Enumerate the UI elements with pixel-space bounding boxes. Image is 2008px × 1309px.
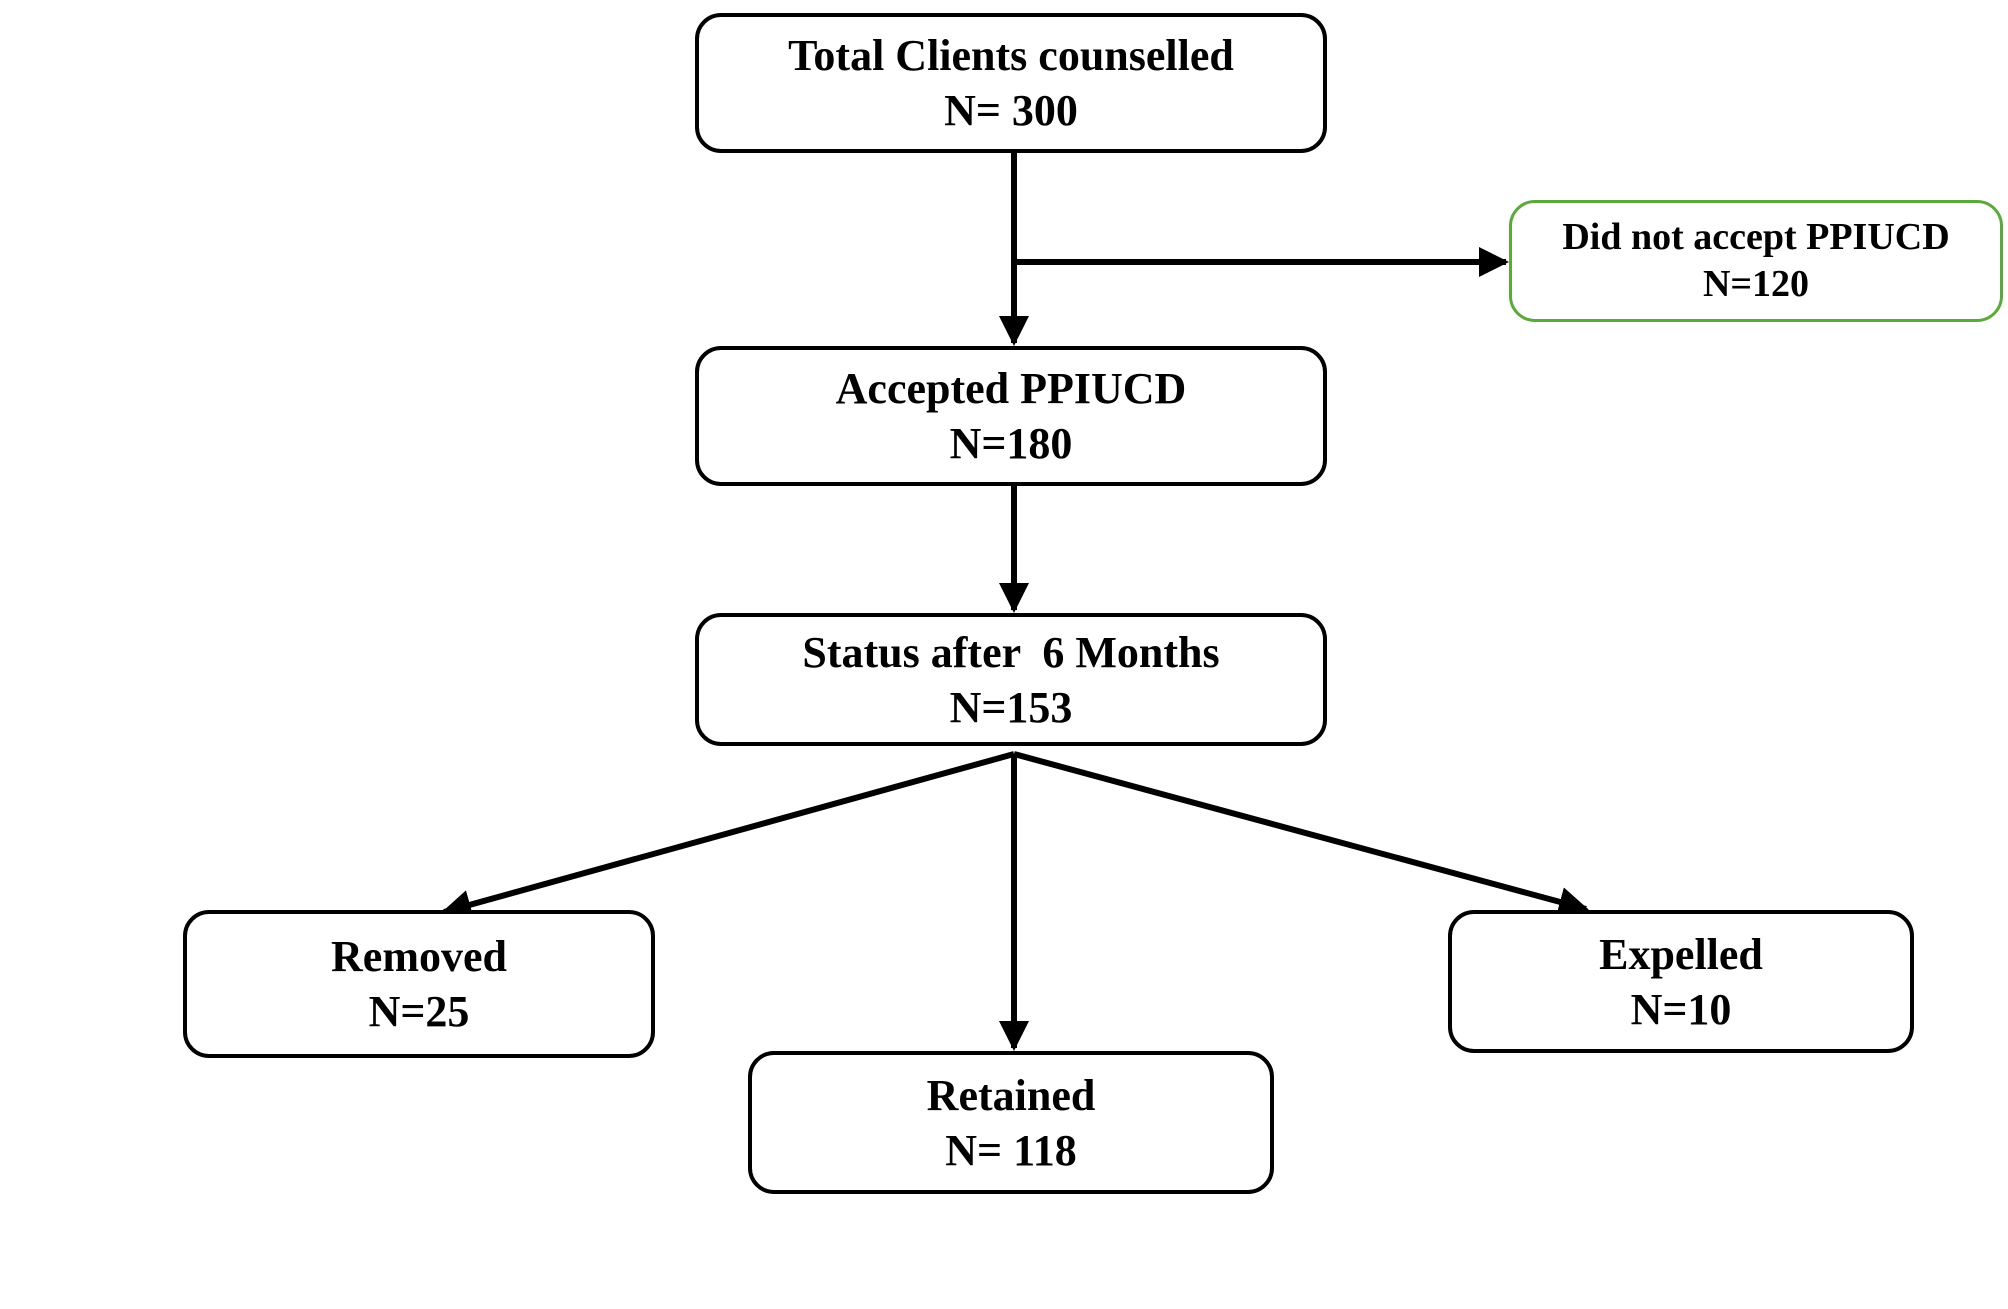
node-count: N= 300 <box>944 86 1078 135</box>
node-status-after-6-months: Status after 6 Months N=153 <box>695 613 1327 746</box>
node-title: Expelled <box>1599 929 1763 979</box>
node-count: N=153 <box>949 682 1073 732</box>
arrow-status-to-expelled <box>1013 751 1589 917</box>
node-title: Removed <box>331 932 507 981</box>
node-removed: Removed N=25 <box>183 910 655 1058</box>
node-count: N=10 <box>1630 984 1732 1034</box>
node-count: N=180 <box>949 419 1073 468</box>
node-accepted-ppiucd: Accepted PPIUCD N=180 <box>695 346 1327 486</box>
node-count: N=120 <box>1702 263 1810 305</box>
node-title: Total Clients counselled <box>788 31 1234 80</box>
node-title: Accepted PPIUCD <box>835 364 1187 413</box>
node-did-not-accept: Did not accept PPIUCD N=120 <box>1509 200 2003 322</box>
node-retained: Retained N= 118 <box>748 1051 1274 1194</box>
node-total-clients-counselled: Total Clients counselled N= 300 <box>695 13 1327 153</box>
node-count: N=25 <box>368 987 470 1036</box>
node-count: N= 118 <box>945 1125 1077 1175</box>
node-title: Retained <box>926 1070 1096 1120</box>
node-title: Status after 6 Months <box>802 627 1220 677</box>
node-title: Did not accept PPIUCD <box>1562 215 1950 258</box>
arrow-status-to-removed <box>441 751 1015 920</box>
node-expelled: Expelled N=10 <box>1448 910 1914 1053</box>
